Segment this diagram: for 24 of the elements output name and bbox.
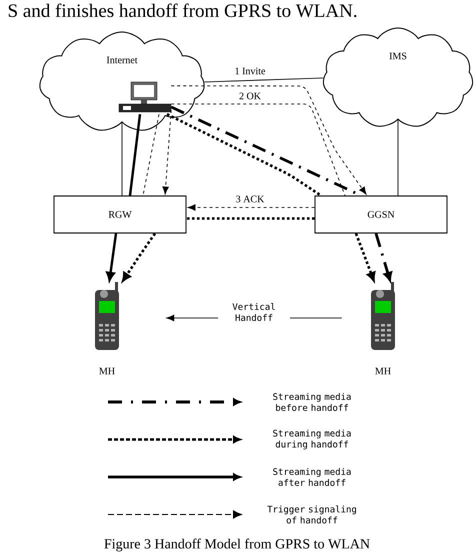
legend-text: Trigger signaling of handoff (267, 506, 356, 524)
caption: Figure 3 Handoff Model from GPRS to WLAN (104, 538, 370, 552)
legend-text: Streaming media during handoff (273, 430, 351, 450)
arrow (354, 233, 376, 282)
computer-drawing (118, 82, 172, 112)
arrow (188, 204, 315, 211)
cloud-label: Internet (106, 56, 138, 64)
cloud-label: IMS (389, 52, 406, 60)
network-box: GGSN (314, 196, 448, 234)
legend-text: Streaming media before handoff (273, 393, 351, 411)
legend-text: Streaming media after handoff (273, 468, 351, 486)
device-label: MH (99, 368, 115, 374)
arrow (122, 232, 156, 282)
device-label: MH (375, 368, 391, 374)
edge-label: 2 OK (238, 92, 262, 100)
sentence-text: S and finishes handoff from GPRS to WLAN. (8, 4, 356, 18)
arrow (162, 110, 172, 194)
arrow (170, 85, 366, 195)
edge-label: 1 Invite (234, 66, 266, 76)
arrow (106, 233, 118, 281)
edge-label: Vertical Handoff (218, 302, 290, 322)
edge-label: 3 ACK (234, 194, 266, 204)
network-box: RGW (54, 196, 186, 234)
arrow (374, 233, 392, 282)
